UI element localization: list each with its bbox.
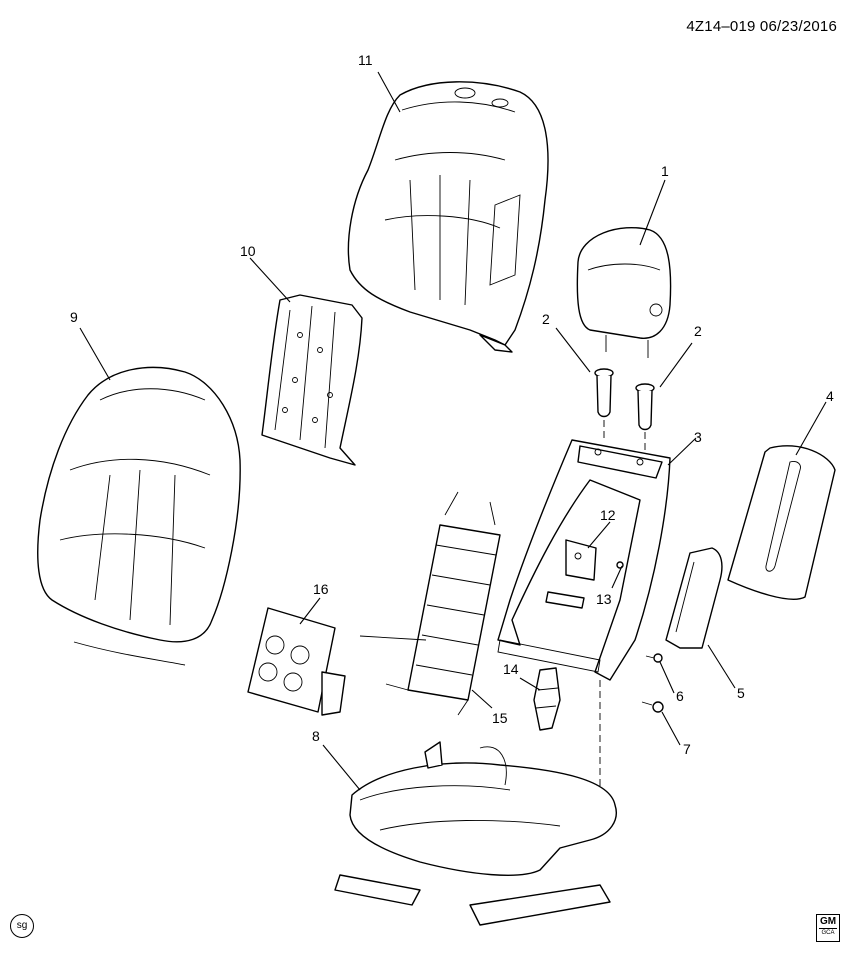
gm-logo-text: GM (819, 916, 837, 927)
part-8-seat-cushion (334, 741, 617, 926)
callout-2-left: 2 (542, 311, 550, 327)
callout-4: 4 (826, 388, 834, 404)
callout-3: 3 (694, 429, 702, 445)
part-6-bolt (645, 653, 663, 663)
callout-9: 9 (70, 309, 78, 325)
callout-6: 6 (676, 688, 684, 704)
callout-7: 7 (683, 741, 691, 757)
part-10-back-panel (261, 294, 363, 466)
part-16-lumbar-pump (247, 607, 346, 716)
sg-mark: sg (10, 914, 34, 938)
part-9-seat-back-cover (37, 366, 241, 666)
part-4-panel-insert (727, 445, 836, 600)
part-7-bolt (641, 701, 664, 713)
callout-14: 14 (503, 661, 519, 677)
part-2-head-restraint-guide-right (635, 383, 655, 431)
part-3-seat-back-frame (497, 439, 671, 681)
leader-lines (79, 71, 827, 791)
gca-logo-text: GCA (819, 928, 837, 938)
callout-12: 12 (600, 507, 616, 523)
callout-2-right: 2 (694, 323, 702, 339)
callout-8: 8 (312, 728, 320, 744)
part-1-head-restraint (576, 226, 672, 358)
part-11-seat-back-cushion (347, 81, 549, 353)
diagram-date: 06/23/2016 (759, 18, 837, 35)
diagram-reference: 4Z14–019 06/23/2016 (686, 18, 837, 35)
part-5-side-cover (665, 547, 723, 649)
part-15-suspension-mat (359, 491, 501, 716)
gm-logo: GM GCA (816, 914, 840, 942)
callout-10: 10 (240, 243, 256, 259)
part-2-head-restraint-guide-left (594, 368, 614, 418)
diagram-code: 4Z14–019 (686, 18, 756, 35)
callout-11: 11 (358, 52, 373, 68)
callout-15: 15 (492, 710, 508, 726)
callout-1: 1 (661, 163, 669, 179)
part-12-lumbar-module (545, 539, 597, 609)
callout-16: 16 (313, 581, 329, 597)
callout-13: 13 (596, 591, 612, 607)
callout-5: 5 (737, 685, 745, 701)
part-14-motor (533, 667, 561, 731)
